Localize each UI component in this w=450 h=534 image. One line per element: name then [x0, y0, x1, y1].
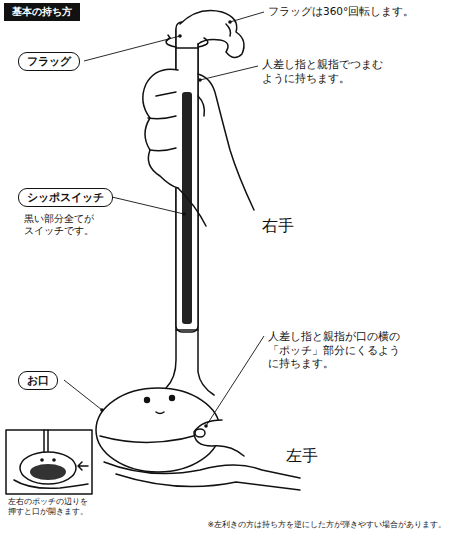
note-text: 黒い部分全てがスイッチです。: [24, 213, 98, 238]
part-name-box: フラッグ: [18, 52, 80, 71]
hand-label: 右手: [262, 216, 294, 237]
note-text: フラッグは360°回転します。: [268, 5, 414, 19]
title-banner: 基本の持ち方: [4, 3, 80, 21]
part-name-box: シッポスイッチ: [18, 188, 113, 207]
note-text: 人差し指と親指でつまむように持ちます。: [262, 58, 384, 85]
footnote: ※左利きの方は持ち方を逆にした方が弾きやすい場合があります。: [207, 520, 446, 530]
part-name: シッポスイッチ: [27, 190, 104, 205]
part-name: フラッグ: [27, 54, 71, 69]
hand-label: 左手: [286, 446, 318, 467]
note-text: 人差し指と親指が口の横の「ポッチ」部分にくるように持ちます。: [268, 330, 402, 371]
part-name: お口: [27, 373, 49, 388]
note-text: 左右のポッチの辺りを押すと口が開きます。: [8, 497, 94, 517]
part-name-box: お口: [18, 371, 58, 390]
